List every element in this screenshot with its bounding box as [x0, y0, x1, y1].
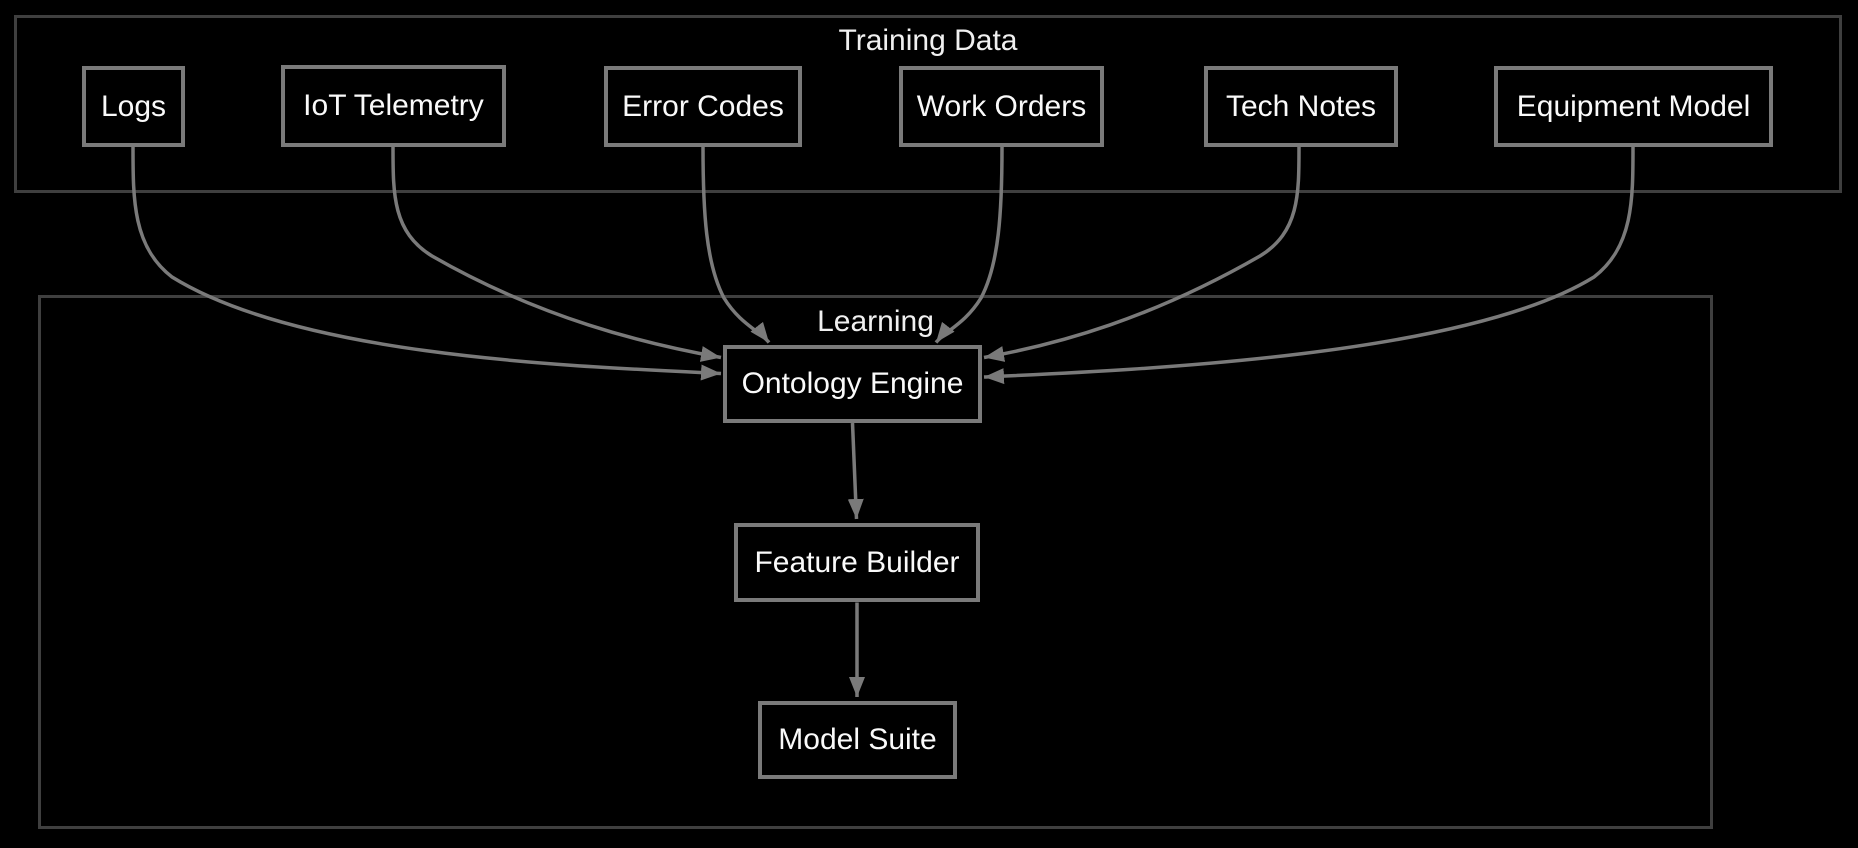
node-feature-builder-label: Feature Builder	[754, 545, 960, 579]
cluster-training-data	[14, 15, 1842, 193]
cluster-learning-title: Learning	[817, 305, 934, 338]
node-work-orders: Work Orders	[899, 66, 1104, 147]
edge-work-orders-to-ontology-engine	[934, 146, 1004, 344]
node-iot-telemetry: IoT Telemetry	[281, 65, 506, 147]
edge-tech-notes-to-ontology-engine	[983, 146, 1301, 362]
cluster-training-data-title: Training Data	[838, 24, 1018, 57]
node-logs: Logs	[82, 66, 185, 147]
cluster-learning	[38, 295, 1713, 829]
edge-ontology-engine-to-feature-builder	[847, 422, 864, 520]
node-iot-telemetry-label: IoT Telemetry	[303, 89, 484, 122]
node-equipment-model: Equipment Model	[1494, 66, 1773, 147]
node-work-orders-label: Work Orders	[916, 89, 1087, 123]
node-model-suite: Model Suite	[758, 701, 957, 779]
node-tech-notes-label: Tech Notes	[1225, 89, 1377, 123]
node-model-suite-label: Model Suite	[778, 723, 937, 756]
node-error-codes-label: Error Codes	[622, 89, 784, 123]
node-tech-notes: Tech Notes	[1204, 66, 1398, 147]
node-logs-label: Logs	[100, 89, 167, 123]
node-error-codes: Error Codes	[604, 66, 802, 147]
node-equipment-model-label: Equipment Model	[1516, 89, 1751, 123]
node-feature-builder: Feature Builder	[734, 523, 980, 602]
edge-logs-to-ontology-engine	[131, 146, 722, 381]
edge-equipment-model-to-ontology-engine	[983, 146, 1635, 385]
node-ontology-engine: Ontology Engine	[723, 345, 982, 423]
edge-error-codes-to-ontology-engine	[701, 146, 771, 344]
edge-iot-telemetry-to-ontology-engine	[391, 146, 722, 362]
node-ontology-engine-label: Ontology Engine	[741, 367, 964, 400]
